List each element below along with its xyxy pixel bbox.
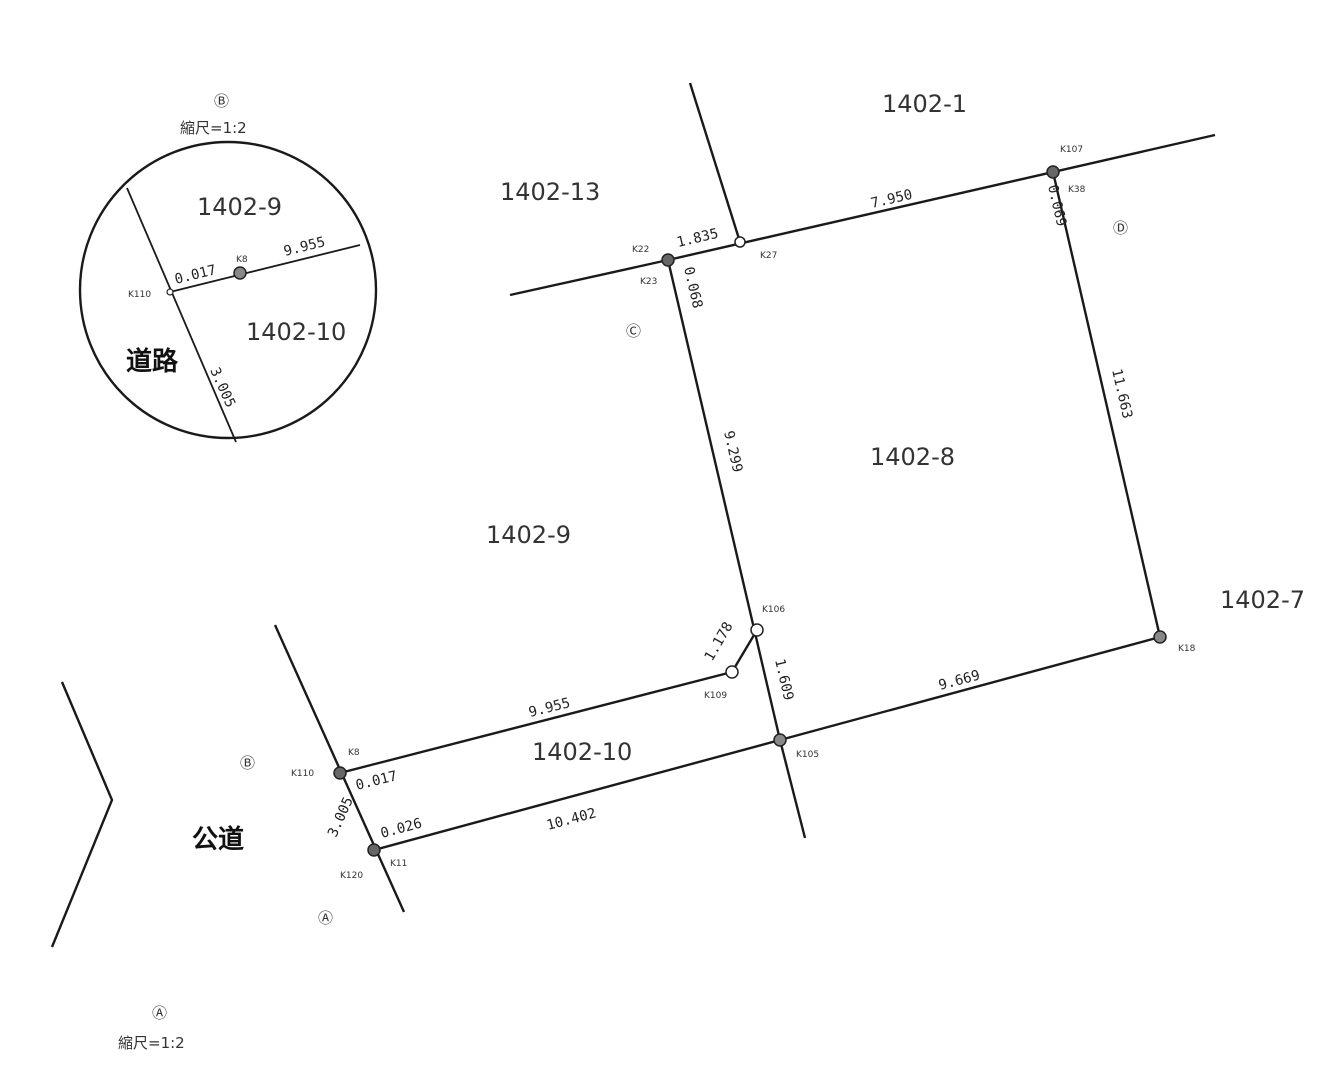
point-K106 [750,623,764,637]
boundary-1402-10-top [339,670,733,775]
inset-b-label-k110: K110 [128,290,151,300]
parcel-1402-10: 1402-10 [532,738,632,766]
meas-1-835: 1.835 [675,226,720,251]
label-K120: K120 [340,871,363,881]
meas-11-663: 11.663 [1108,367,1135,420]
inset-b-meas-3-005: 3.005 [206,365,238,410]
label-K18: K18 [1178,644,1196,654]
inset-b-road-edge [126,187,237,443]
meas-10-402: 10.402 [545,805,598,834]
meas-0-017: 0.017 [354,768,399,794]
parcel-1402-13: 1402-13 [500,178,600,206]
public-road-outline [50,681,114,948]
label-K106: K106 [762,605,785,615]
inset-b-parcel-1402-9: 1402-9 [197,193,282,221]
meas-9-669: 9.669 [937,667,982,693]
label-K27: K27 [760,251,777,261]
inset-b-circle [78,140,378,440]
meas-1-178: 1.178 [702,619,737,664]
inset-b-point-k8 [233,266,247,280]
parcel-1402-7: 1402-7 [1220,586,1305,614]
point-K109 [725,665,739,679]
meas-1-609: 1.609 [771,657,796,702]
boundary-top [667,133,1216,262]
inset-a-marker: Ⓐ [152,1004,167,1022]
inset-b-scale: 縮尺=1:2 [180,119,247,137]
meas-9-299: 9.299 [720,429,745,474]
point-K107 [1046,165,1060,179]
parcel-1402-1: 1402-1 [882,90,967,118]
meas-9-955: 9.955 [527,695,572,721]
marker-d: Ⓓ [1113,219,1128,237]
meas-0-068: 0.068 [680,265,705,310]
boundary-left-1402-8 [666,259,782,741]
meas-0-069: 0.069 [1044,183,1069,228]
label-K11: K11 [390,859,407,869]
point-K11 [367,843,381,857]
label-K38: K38 [1068,185,1086,195]
boundary-K109-K106 [730,629,759,673]
parcel-1402-8: 1402-8 [870,443,955,471]
point-K22 [661,253,675,267]
marker-b: Ⓑ [240,754,255,772]
marker-a: Ⓐ [318,909,333,927]
inset-b-meas-9-955: 9.955 [282,234,327,260]
meas-3-005: 3.005 [325,795,357,840]
point-K27 [734,236,746,248]
public-road-label: 公道 [192,824,244,855]
point-K105 [773,733,787,747]
label-K105: K105 [796,750,819,760]
label-K8: K8 [348,748,360,758]
point-K18 [1153,630,1167,644]
inset-a-scale: 縮尺=1:2 [118,1034,185,1052]
point-K8 [333,766,347,780]
label-K23: K23 [640,277,657,287]
marker-c: Ⓒ [626,322,641,340]
label-K110: K110 [291,769,314,779]
inset-b-divider [169,244,361,293]
inset-b-marker: Ⓑ [214,92,229,110]
label-K22: K22 [632,245,649,255]
inset-b-parcel-1402-10: 1402-10 [246,318,346,346]
inset-b-road-label: 道路 [126,346,179,377]
parcel-1402-9: 1402-9 [486,521,571,549]
boundary-extension-south [778,739,807,839]
inset-b-label-k8: K8 [236,255,248,265]
boundary-1402-1-divider [688,82,742,243]
boundary-1402-10-bottom [373,738,781,852]
label-K109: K109 [704,691,727,701]
inset-b-point-k110 [166,288,174,296]
inset-b: Ⓑ 縮尺=1:2 1402-9 1402-10 0.017 9.955 3.00… [78,92,378,443]
label-K107: K107 [1060,145,1083,155]
inset-b-meas-0-017: 0.017 [173,262,218,288]
boundary-right-1402-8 [1051,171,1162,638]
boundary-top-left [509,258,669,297]
boundary-bottom-1402-8 [779,635,1161,742]
